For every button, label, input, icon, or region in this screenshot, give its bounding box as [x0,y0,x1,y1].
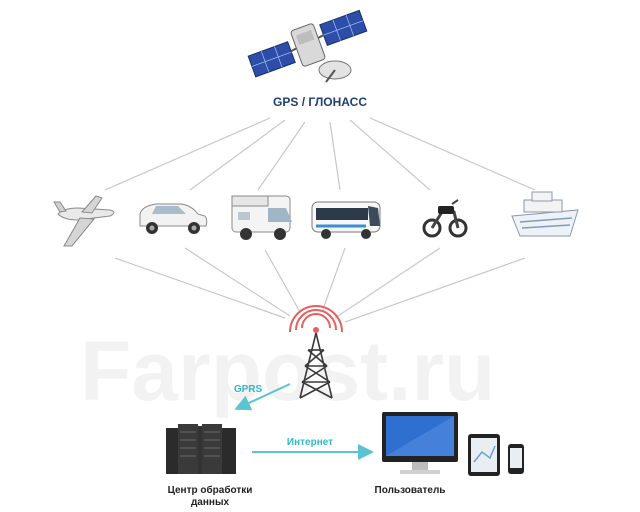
satellite-label: GPS / ГЛОНАСС [273,95,367,109]
tower-icon [289,305,343,399]
tower-links [114,247,526,323]
airplane-icon [53,195,115,247]
van-icon [231,195,292,240]
data-center-label: Центр обработки данных [150,485,270,509]
data-center-label-line2: данных [190,497,230,508]
ship-icon [511,191,579,237]
gprs-arrow [234,383,291,411]
signal-waves [289,305,343,333]
monitor-icon [382,412,458,474]
tablet-icon [468,434,500,476]
data-center-label-line1: Центр обработки [167,485,253,496]
user-label: Пользователь [374,485,446,496]
watermark: Farpost.ru [80,324,495,418]
server-rack-icon [166,424,236,474]
phone-icon [508,444,524,474]
satellite-links [104,117,536,191]
gprs-label: GPRS [233,384,263,395]
motorcycle-icon [422,199,468,238]
bus-icon [311,201,381,239]
car-icon [139,203,208,234]
internet-label: Интернет [286,437,334,448]
satellite-icon [247,9,368,83]
